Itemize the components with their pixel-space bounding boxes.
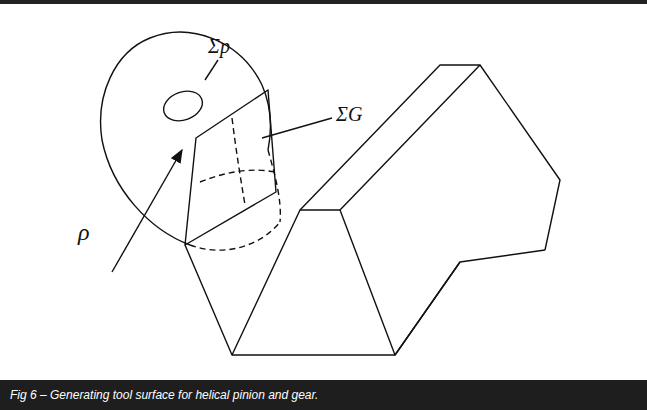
part-label: Σp xyxy=(208,36,230,56)
part-label: ρ xyxy=(78,220,90,244)
part-label: ΣG xyxy=(336,104,362,124)
figure-caption: Fig 6 – Generating tool surface for heli… xyxy=(10,389,318,401)
